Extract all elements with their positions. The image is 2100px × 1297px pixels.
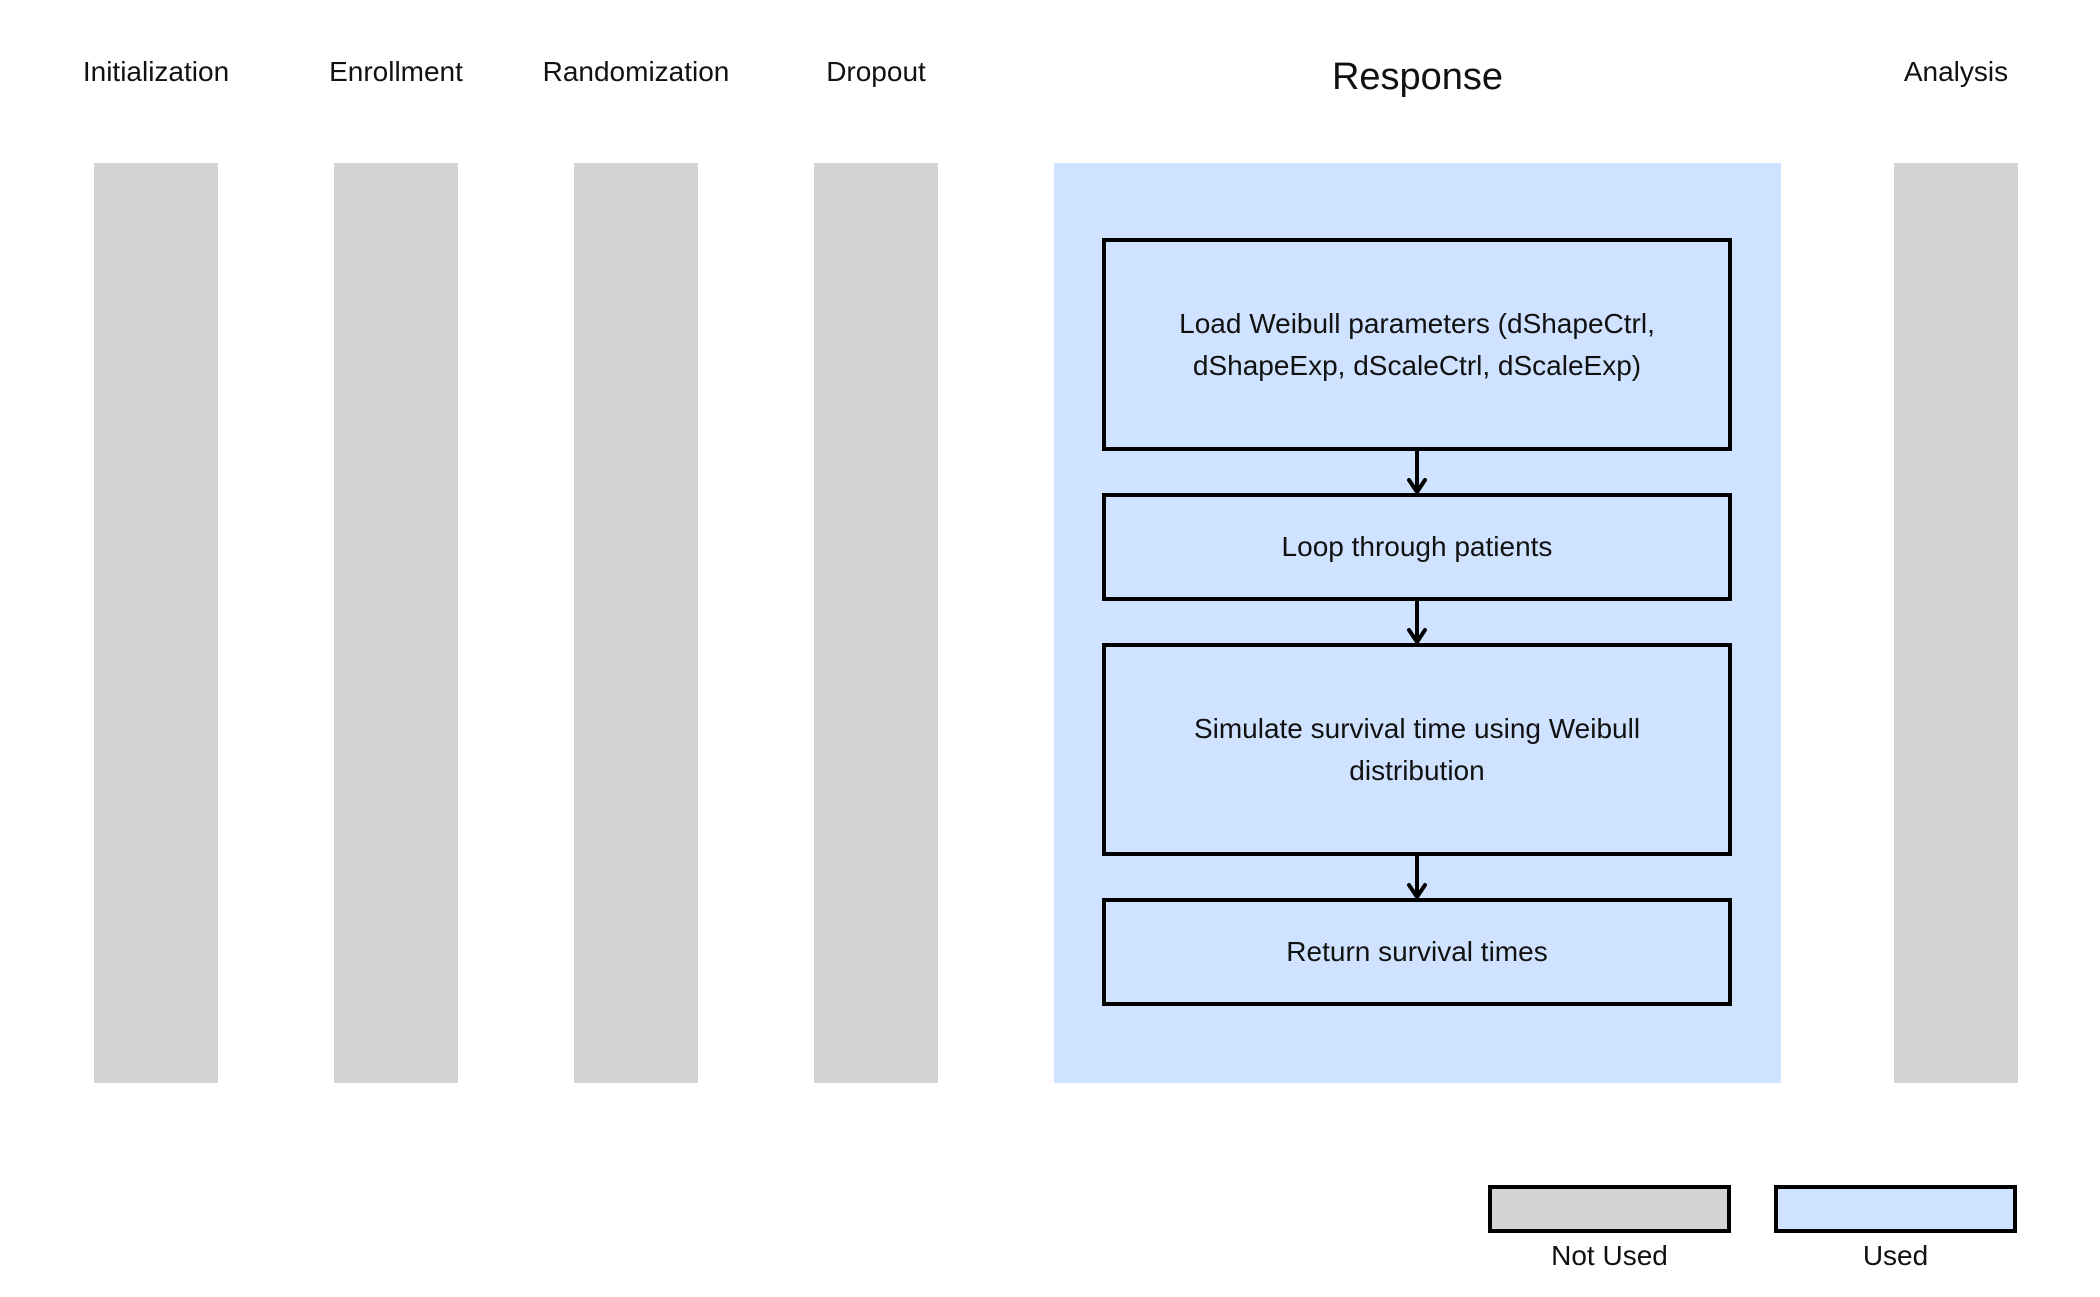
- legend-swatch-not-used: [1488, 1185, 1731, 1233]
- legend-label-not-used: Not Used: [1551, 1240, 1668, 1271]
- stage-label-enrollment: Enrollment: [329, 56, 463, 87]
- step-label: Load Weibull parameters (dShapeCtrl, dSh…: [1179, 307, 1655, 381]
- step-return-survival: Return survival times: [1102, 898, 1732, 1006]
- step-load-parameters: Load Weibull parameters (dShapeCtrl, dSh…: [1102, 238, 1732, 451]
- stage-label-analysis: Analysis: [1903, 56, 2009, 87]
- stage-column-dropout: [814, 163, 938, 1083]
- stage-label-randomization: Randomization: [542, 56, 730, 87]
- step-label: Loop through patients: [1281, 531, 1553, 562]
- step-loop-patients: Loop through patients: [1102, 493, 1732, 601]
- step-label: Simulate survival time using Weibull dis…: [1193, 712, 1641, 786]
- stage-label-initialization: Initialization: [82, 56, 230, 87]
- stage-column-initialization: [94, 163, 218, 1083]
- stage-column-enrollment: [334, 163, 458, 1083]
- legend-swatch-used: [1774, 1185, 2017, 1233]
- stage-column-analysis: [1894, 163, 2018, 1083]
- step-simulate-survival: Simulate survival time using Weibull dis…: [1102, 643, 1732, 856]
- stage-column-randomization: [574, 163, 698, 1083]
- stage-label-response: Response: [1331, 56, 1504, 98]
- step-label: Return survival times: [1286, 936, 1548, 967]
- stage-label-dropout: Dropout: [826, 56, 926, 87]
- legend-label-used: Used: [1862, 1240, 1929, 1271]
